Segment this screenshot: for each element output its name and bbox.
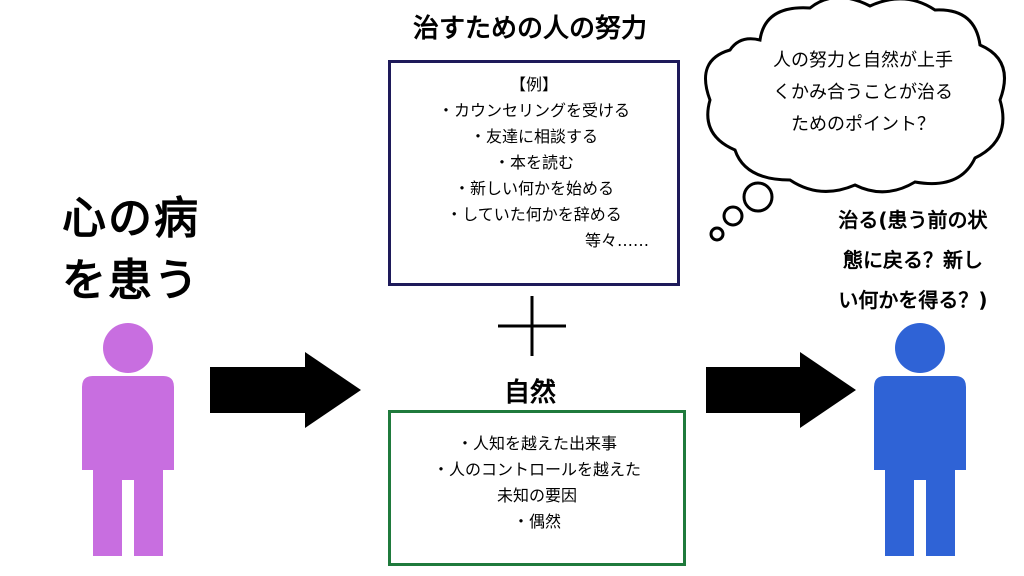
person-left-icon (82, 323, 174, 556)
person-right-icon (874, 323, 966, 556)
nature-title: 自然 (503, 378, 556, 408)
left-title-line: 心の病 (62, 193, 200, 244)
effort-box: 【例】 ・カウンセリングを受ける ・友達に相談する ・本を読む ・新しい何かを始… (388, 60, 680, 286)
heal-title-line: 態に戻る？新し (843, 248, 983, 272)
nature-box: ・人知を越えた出来事 ・人のコントロールを越えた 未知の要因 ・偶然 (388, 410, 686, 566)
thought-line: 人の努力と自然が上手 (773, 50, 953, 71)
example-label: 【例】 (509, 75, 558, 94)
arrow-left-icon (210, 352, 361, 428)
heal-title: 治る(患う前の状 態に戻る？新し い何かを得る？) (806, 200, 1020, 320)
effort-etc: 等々‥‥‥ (584, 231, 649, 250)
thought-line: ためのポイント？ (791, 114, 935, 135)
thought-line: くかみ合うことが治る (773, 82, 953, 103)
thought-text: 人の努力と自然が上手 くかみ合うことが治る ためのポイント？ (738, 45, 988, 141)
effort-item: ・友達に相談する (469, 127, 598, 146)
effort-item: ・新しい何かを始める (453, 179, 614, 198)
effort-title: 治すための人の努力 (412, 14, 647, 44)
nature-item: 未知の要因 (496, 486, 577, 505)
left-title: 心の病 を患う (62, 188, 200, 312)
heal-title-line: い何かを得る？) (838, 288, 988, 312)
nature-item: ・偶然 (512, 512, 561, 531)
thought-bubble-icon (704, 0, 1006, 242)
nature-item: ・人知を越えた出来事 (456, 434, 617, 453)
arrow-right-icon (706, 352, 856, 428)
plus-icon (498, 296, 566, 356)
effort-item: ・カウンセリングを受ける (437, 101, 630, 120)
heal-title-line: 治る(患う前の状 (838, 208, 988, 232)
effort-item: ・本を読む (493, 153, 574, 172)
effort-item: ・していた何かを辞める (446, 205, 622, 224)
left-title-line: を患う (62, 255, 200, 306)
nature-item: ・人のコントロールを越えた (432, 460, 641, 479)
